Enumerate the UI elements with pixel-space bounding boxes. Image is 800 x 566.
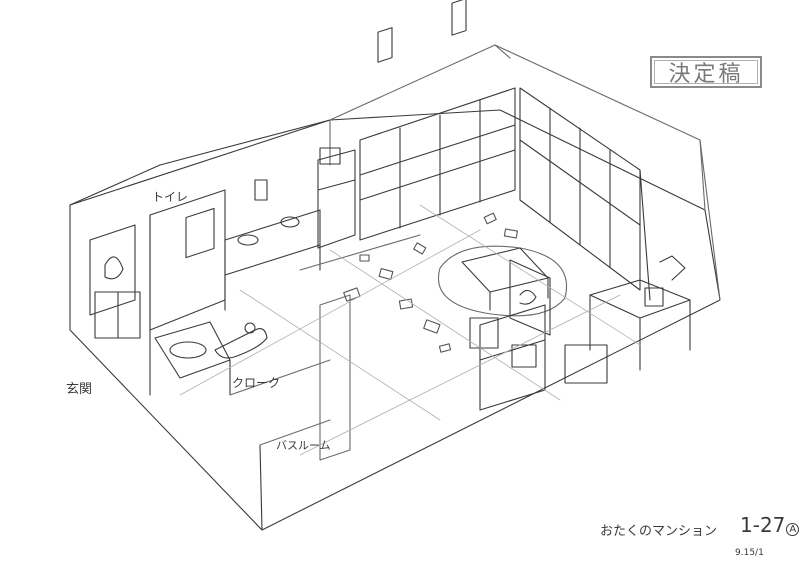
bath-tub bbox=[154, 321, 231, 396]
low-table bbox=[438, 245, 567, 317]
sketch-date: 9.15/1 bbox=[735, 548, 764, 558]
cut-number-value: 1-27 bbox=[740, 513, 786, 537]
label-toilet: トイレ bbox=[152, 190, 189, 204]
bookshelf bbox=[469, 304, 546, 411]
floor-outline bbox=[69, 109, 721, 531]
stamp-text: 決定稿 bbox=[668, 62, 744, 87]
floor-grid bbox=[179, 204, 641, 456]
scattered-papers bbox=[343, 212, 518, 353]
cut-suffix: A bbox=[786, 523, 800, 536]
wall-rim bbox=[329, 44, 721, 301]
window-frame bbox=[519, 87, 651, 301]
toilet-partition bbox=[149, 189, 226, 396]
partitions bbox=[229, 234, 421, 461]
wall-cabinets bbox=[359, 0, 516, 241]
caption-title: おたくのマンション bbox=[600, 524, 718, 539]
kitchen-counter bbox=[224, 179, 321, 311]
easel-panel bbox=[509, 259, 551, 336]
label-entrance: 玄関 bbox=[66, 382, 93, 397]
entrance-door bbox=[89, 224, 141, 339]
refrigerator bbox=[317, 147, 356, 249]
approval-stamp: 決定稿 bbox=[650, 56, 762, 88]
desk bbox=[564, 255, 691, 384]
label-closet: クローク bbox=[232, 376, 281, 390]
label-bathroom: バスルーム bbox=[276, 439, 331, 452]
figure-lying bbox=[214, 322, 268, 359]
